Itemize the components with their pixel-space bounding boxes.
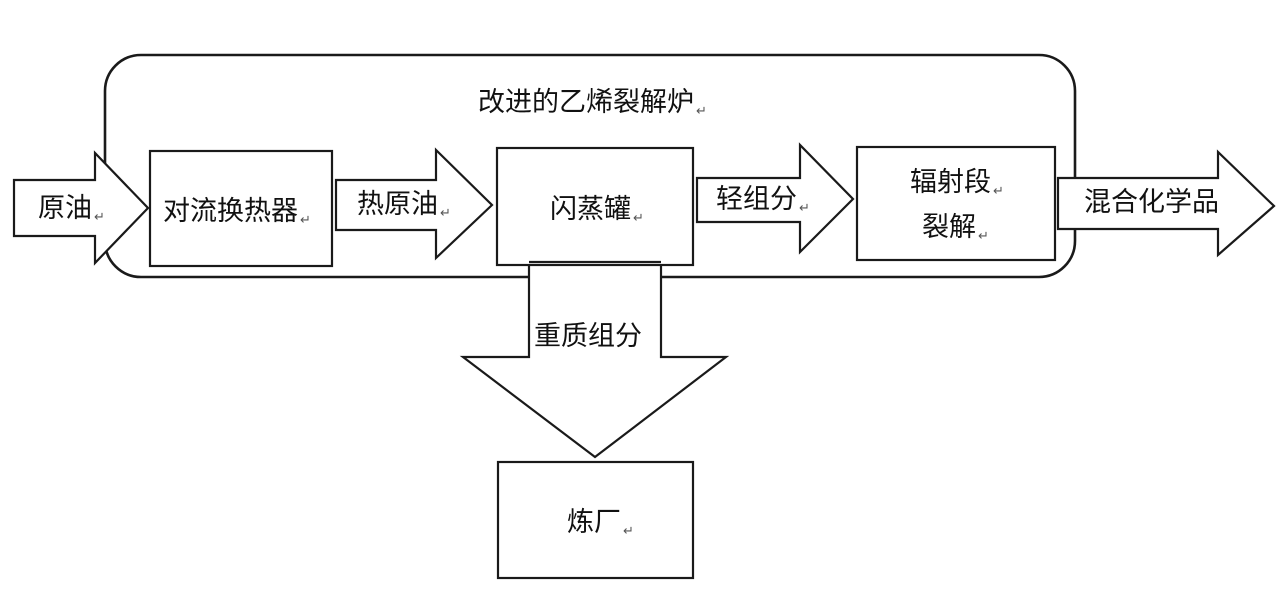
heavy-fraction-label: 重质组分	[534, 320, 642, 354]
convection-exchanger-box	[148, 149, 334, 268]
refinery-box	[496, 460, 695, 580]
paragraph-mark-icon: ↵	[978, 229, 989, 244]
convection-exchanger-text: 对流换热器	[163, 196, 298, 227]
paragraph-mark-icon: ↵	[94, 210, 105, 225]
heavy-fraction-arrow	[459, 260, 730, 459]
furnace-title-text: 改进的乙烯裂解炉	[478, 87, 694, 118]
convection-exchanger-label: 对流换热器↵	[163, 195, 311, 238]
refinery-text: 炼厂	[567, 507, 621, 538]
radiant-section-text-line2: 裂解	[922, 212, 976, 243]
paragraph-mark-icon: ↵	[623, 524, 634, 539]
mixed-chemicals-arrow	[1056, 149, 1276, 258]
hot-crude-label: 热原油↵	[357, 188, 451, 231]
radiant-section-box	[855, 145, 1057, 262]
mixed-chemicals-text: 混合化学品	[1084, 187, 1219, 218]
paragraph-mark-icon: ↵	[799, 201, 810, 216]
flash-drum-label: 闪蒸罐↵	[550, 193, 644, 236]
refinery-label: 炼厂↵	[567, 506, 634, 549]
mixed-chemicals-label: 混合化学品	[1084, 186, 1219, 220]
flash-drum-box	[495, 146, 695, 267]
radiant-section-label-line2: 裂解↵	[922, 211, 989, 254]
furnace-title: 改进的乙烯裂解炉↵	[478, 86, 707, 129]
paragraph-mark-icon: ↵	[696, 104, 707, 119]
heavy-fraction-text: 重质组分	[534, 321, 642, 352]
hot-crude-arrow	[334, 147, 494, 261]
crude-oil-text: 原油	[38, 193, 92, 224]
hot-crude-text: 热原油	[357, 189, 438, 220]
light-fraction-text: 轻组分	[716, 184, 797, 215]
crude-oil-label: 原油↵	[38, 192, 105, 235]
radiant-section-text-line1: 辐射段	[910, 167, 991, 198]
light-fraction-arrow	[695, 142, 855, 255]
radiant-section-label-line1: 辐射段↵	[910, 166, 1004, 209]
paragraph-mark-icon: ↵	[300, 213, 311, 228]
paragraph-mark-icon: ↵	[440, 206, 451, 221]
flash-drum-text: 闪蒸罐	[550, 194, 631, 225]
crude-oil-arrow	[12, 150, 150, 266]
paragraph-mark-icon: ↵	[633, 211, 644, 226]
light-fraction-label: 轻组分↵	[716, 183, 810, 226]
paragraph-mark-icon: ↵	[993, 184, 1004, 199]
